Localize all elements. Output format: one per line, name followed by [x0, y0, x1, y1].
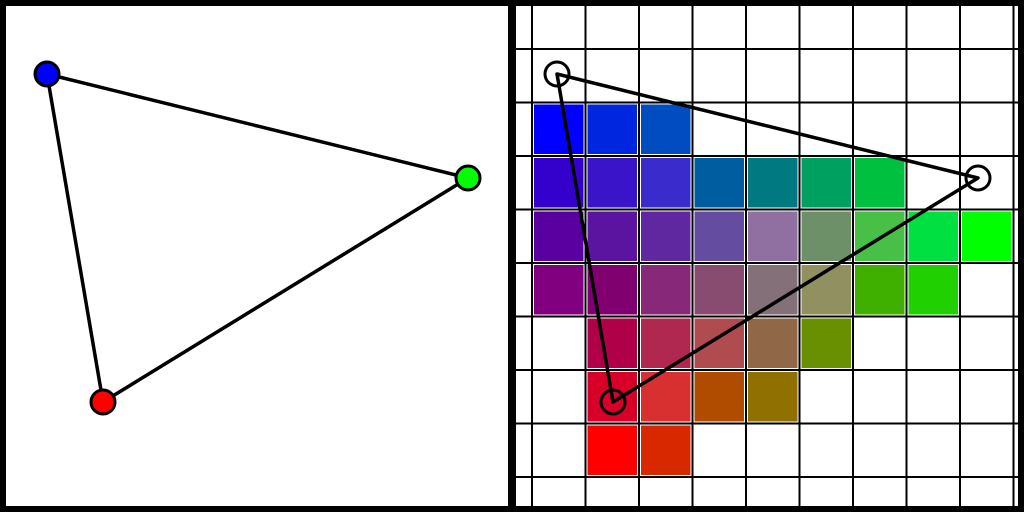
raster-cell [747, 371, 799, 423]
green-vertex-marker [964, 164, 992, 192]
raster-cell [640, 317, 692, 369]
vector-triangle-panel [6, 6, 508, 506]
raster-cell [693, 157, 745, 209]
raster-cell [640, 424, 692, 476]
raster-cell [747, 317, 799, 369]
raster-grid-canvas [516, 6, 1018, 506]
triangle-outline-overlay [555, 72, 980, 404]
rasterized-triangle-panel [516, 6, 1018, 506]
raster-cell [747, 157, 799, 209]
raster-cell [854, 157, 906, 209]
raster-cell [640, 264, 692, 316]
raster-cell [800, 210, 852, 262]
raster-cell [586, 424, 638, 476]
raster-cell [854, 264, 906, 316]
raster-cell [907, 210, 959, 262]
raster-cell [586, 103, 638, 155]
pixel-grid [516, 6, 1018, 506]
raster-cell [586, 210, 638, 262]
raster-cell [961, 210, 1013, 262]
raster-cell [747, 264, 799, 316]
raster-cell [586, 157, 638, 209]
raster-cell [747, 210, 799, 262]
raster-cell [693, 210, 745, 262]
triangle-outline [45, 72, 470, 404]
blue-vertex[interactable] [33, 60, 61, 88]
raster-cell [586, 317, 638, 369]
raster-cell [907, 264, 959, 316]
blue-vertex-marker [543, 60, 571, 88]
vector-triangle-canvas [33, 60, 482, 416]
raster-cell [640, 157, 692, 209]
raster-cell [533, 210, 585, 262]
raster-cell [640, 210, 692, 262]
raster-cells [533, 103, 1013, 476]
raster-cell [693, 371, 745, 423]
raster-cell [800, 264, 852, 316]
green-vertex[interactable] [454, 164, 482, 192]
raster-cell [800, 157, 852, 209]
raster-cell [693, 264, 745, 316]
raster-cell [800, 317, 852, 369]
raster-cell [640, 103, 692, 155]
raster-cell [533, 264, 585, 316]
raster-cell [533, 103, 585, 155]
red-vertex[interactable] [89, 388, 117, 416]
red-vertex-marker [599, 388, 627, 416]
